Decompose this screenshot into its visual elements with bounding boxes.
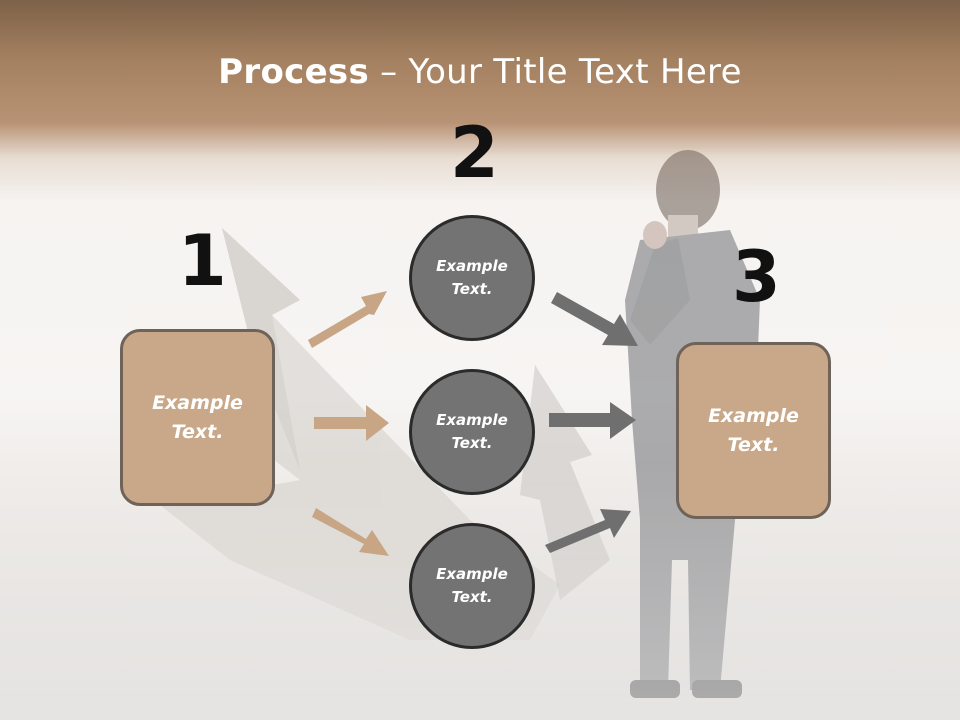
step-number-1: 1 [178,220,227,302]
arrow-left-to-bottom [312,508,389,556]
title-bold: Process [218,52,370,92]
arrow-top-to-right [551,292,638,346]
arrow-bottom-to-right [545,509,631,553]
arrow-left-to-top [308,291,387,348]
step-number-3: 3 [732,236,781,318]
arrow-left-to-middle [314,405,389,441]
title-rest: – Your Title Text Here [369,52,742,92]
step-number-2: 2 [450,112,499,194]
arrow-middle-to-right [549,402,636,439]
slide-title: Process – Your Title Text Here [0,52,960,92]
